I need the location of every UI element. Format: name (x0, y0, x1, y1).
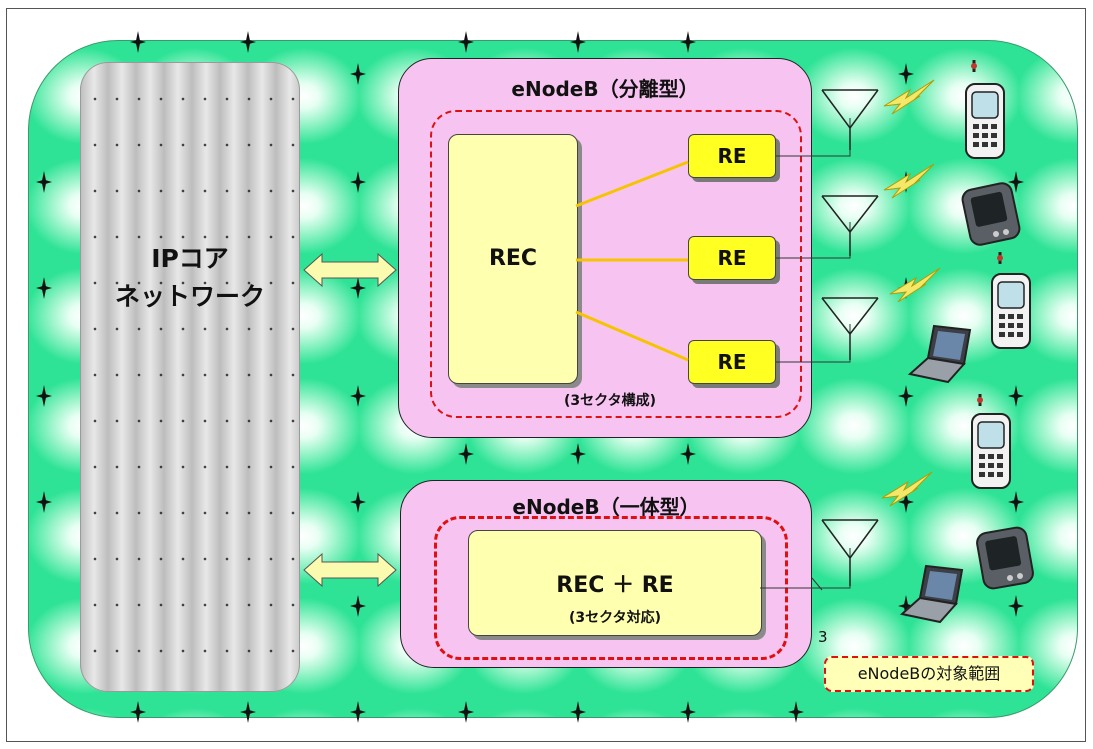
cellphone-icon (965, 60, 1005, 159)
cellphone-icon (971, 394, 1011, 489)
feeder-tick (811, 577, 823, 591)
antenna-icon (821, 195, 879, 256)
core-texture (80, 62, 300, 692)
core-label-line1: IPコア (151, 244, 229, 273)
feeder-1 (776, 118, 851, 157)
antenna-icon (821, 89, 879, 150)
feeder-integrated (760, 548, 851, 589)
line-count-label: 3 (818, 628, 828, 646)
core-label-line2: ネットワーク (114, 282, 265, 311)
feeder-3 (776, 324, 851, 363)
ip-core-network: IPコア ネットワーク (80, 62, 300, 692)
rec-re-links (575, 160, 689, 362)
antenna-icon (821, 519, 879, 586)
cellphone-icon (991, 252, 1031, 349)
rec-re-link-1 (575, 160, 689, 208)
legend-scope: eNodeBの対象範囲 (824, 656, 1034, 692)
pda-icon (976, 526, 1034, 590)
re-box-3: RE (688, 340, 776, 384)
antenna-feeders (760, 118, 851, 591)
laptop-icon (899, 564, 964, 624)
enodeb-split-title: eNodeB（分離型） (511, 77, 699, 101)
pda-icon (961, 182, 1021, 246)
rec-re-link-3 (575, 310, 689, 362)
lightning-group (881, 79, 941, 507)
lightning-icon (883, 163, 935, 199)
rec-re-box: REC ＋ RE (3セクタ対応) (468, 530, 762, 636)
rec-re-sublabel: (3セクタ対応) (569, 610, 661, 626)
double-arrow-icon (303, 552, 397, 588)
lightning-icon (889, 267, 941, 303)
antennas (821, 89, 879, 586)
lightning-icon (883, 79, 935, 115)
double-arrow-icon (303, 252, 397, 288)
rec-re-label: REC ＋ RE (556, 573, 674, 598)
enodeb-integrated-title: eNodeB（一体型） (512, 495, 700, 519)
feeder-2 (776, 222, 851, 259)
re-box-1: RE (688, 134, 776, 178)
arrows (303, 252, 397, 588)
enodeb-split-scope (430, 110, 802, 418)
antenna-icon (821, 297, 879, 360)
sector-note: (3セクタ構成) (564, 393, 656, 409)
lightning-icon (881, 471, 933, 507)
laptop-icon (907, 324, 972, 384)
core-label: IPコア ネットワーク (80, 240, 300, 316)
rec-box: REC (448, 134, 578, 384)
re-box-2: RE (688, 236, 776, 280)
